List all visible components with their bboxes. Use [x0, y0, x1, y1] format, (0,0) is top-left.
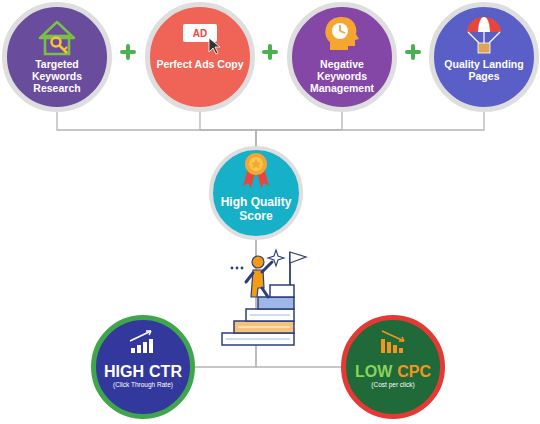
node-text: Targeted Keywords Research — [11, 58, 103, 94]
circle-shape — [2, 2, 112, 112]
circle-outline — [94, 318, 193, 417]
circle-shape — [145, 2, 255, 112]
circle-node: Targeted Keywords Research — [2, 2, 112, 112]
text-wrap: LOW CPC(Cost per click) — [345, 363, 441, 389]
motion-dots — [231, 267, 244, 270]
circle-outline — [344, 318, 443, 417]
climbing-person — [246, 256, 272, 297]
circle-node: HIGH CTR(Click Through Rate) — [91, 315, 195, 419]
node-text: (Cost per click) — [345, 381, 441, 388]
text-wrap: Quality Landing Pages — [438, 58, 530, 82]
node-text: CTR — [149, 363, 182, 381]
connector-line — [256, 240, 341, 367]
connector-line — [57, 112, 256, 146]
text-wrap: HIGH CTR(Click Through Rate) — [95, 363, 191, 389]
connector-line — [256, 112, 484, 146]
node-text: (Click Through Rate) — [95, 381, 191, 388]
node-text: HIGH — [104, 363, 144, 381]
text-wrap: Targeted Keywords Research — [11, 58, 103, 94]
circle-outline — [290, 5, 395, 110]
node-text: CPC — [397, 363, 431, 381]
connector-line — [195, 240, 256, 367]
circle-node: LOW CPC(Cost per click) — [341, 315, 445, 419]
goal-flag — [290, 252, 306, 285]
circle-outline — [432, 5, 537, 110]
circle-outline — [211, 148, 301, 238]
text-wrap: Perfect Ads Copy — [154, 58, 246, 70]
text-wrap: Negative Keywords Management — [294, 58, 390, 94]
circle-outline — [5, 5, 110, 110]
node-text: Perfect Ads Copy — [154, 58, 246, 70]
connector-line — [200, 112, 256, 146]
node-text: Quality Landing Pages — [438, 58, 530, 82]
circle-node: Perfect Ads Copy — [145, 2, 255, 112]
sparkle — [268, 250, 284, 266]
connector-line — [256, 112, 342, 146]
icon-label: AD — [183, 24, 217, 42]
staircase-illustration — [222, 285, 294, 345]
text-wrap: High Quality Score — [219, 196, 293, 224]
circle-outline — [148, 5, 253, 110]
node-text: Negative Keywords Management — [294, 58, 390, 94]
node-text: LOW — [355, 363, 392, 381]
node-text: High Quality Score — [219, 196, 293, 224]
